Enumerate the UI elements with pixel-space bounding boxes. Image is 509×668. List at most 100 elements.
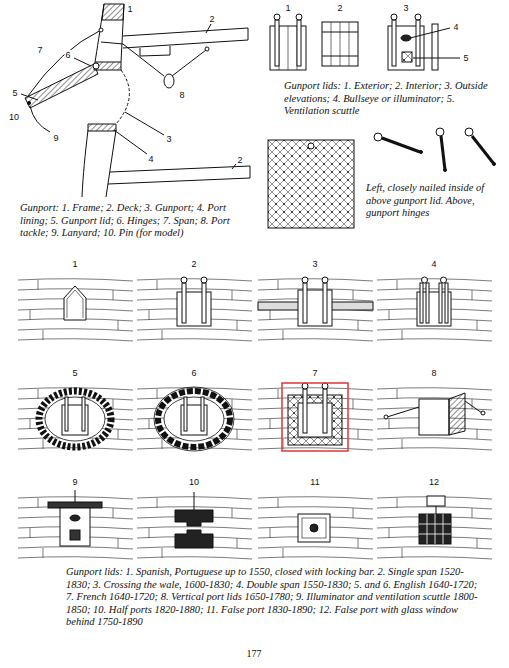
- nailed-lid-part: [268, 140, 354, 228]
- lid-types-part-part: [441, 277, 447, 283]
- hinges-part: [493, 163, 496, 166]
- lid-types-part-part: [18, 388, 133, 450]
- lid-types-part-part: [82, 397, 85, 431]
- lid-views-part: [275, 20, 279, 66]
- callout-number: 7: [36, 45, 43, 55]
- lid-types-part-part: [45, 397, 105, 441]
- lid-types-part-part: [436, 506, 437, 514]
- lid-types-part-part: [384, 415, 388, 419]
- lid-types-part-part: [182, 283, 186, 323]
- lid-types-part-part: [481, 411, 485, 415]
- callout-number: 8: [430, 368, 437, 378]
- lid-types-part: [377, 496, 492, 559]
- callout-number: 2: [190, 259, 197, 269]
- lid-types-part-part: [422, 277, 428, 283]
- lid-views-part: [415, 14, 421, 20]
- lid-types-part-part: [194, 492, 195, 510]
- lid-types-part-part: [303, 283, 307, 323]
- gunport-section-part: [116, 70, 129, 124]
- gunport-section-part: [206, 24, 211, 33]
- figure-caption: Gunport lids: 1. Exterior; 2. Interior; …: [284, 80, 494, 118]
- hinges-part: [472, 136, 494, 164]
- hinges-part: [436, 128, 444, 136]
- lid-views-part: [322, 22, 358, 66]
- lid-types-part-part: [164, 397, 224, 441]
- lid-types-part-part: [322, 383, 328, 389]
- lid-types-part-part: [39, 391, 111, 447]
- lid-types-part: [377, 277, 492, 341]
- gunport-section-part: [125, 112, 164, 135]
- lid-views-part: [297, 20, 301, 66]
- hinges: [374, 128, 496, 172]
- gunport-section-part: [21, 94, 38, 100]
- lid-types-part: [18, 279, 133, 341]
- nailed-lid-part: [308, 143, 314, 149]
- lid-views-part: [391, 14, 397, 20]
- lid-types-part-part: [288, 395, 342, 445]
- gunport-section-part: [25, 64, 98, 108]
- lid-types-part-part: [303, 389, 307, 433]
- callout-number: 1: [284, 3, 291, 13]
- lid-types-part-part: [377, 388, 492, 450]
- callout-number: 4: [147, 154, 154, 164]
- figure-caption: Gunport: 1. Frame; 2. Deck; 3. Gunport; …: [20, 202, 236, 240]
- lid-types-part-part: [426, 283, 429, 323]
- gunport-section-part: [172, 50, 206, 76]
- callout-number: 2: [236, 155, 243, 165]
- lid-types-part-part: [175, 510, 213, 526]
- gunport-section-part: [94, 62, 121, 70]
- lid-types-part-part: [70, 530, 80, 540]
- callout-number: 9: [71, 477, 78, 487]
- lid-types-part-part: [154, 387, 234, 451]
- lid-types-part-part: [302, 383, 308, 389]
- lid-types-part-part: [75, 490, 76, 502]
- lid-types-part-part: [67, 290, 83, 318]
- lid-types-part: [137, 387, 252, 451]
- gunport-section-part: [121, 4, 124, 62]
- lid-views-part: [331, 22, 349, 66]
- lid-types-part-part: [137, 279, 252, 341]
- lid-types: [18, 277, 492, 559]
- lid-types-part-part: [419, 514, 451, 544]
- lid-types-part-part: [258, 279, 373, 341]
- gunport-section-part: [82, 130, 88, 197]
- lid-types-part: [377, 388, 492, 450]
- gunport-section-part: [102, 4, 124, 20]
- gunport-section-part: [30, 106, 50, 132]
- callout-number: 6: [64, 50, 71, 60]
- callout-number: 3: [165, 134, 172, 144]
- nailed-lid: [268, 140, 354, 228]
- lid-types-part-part: [302, 518, 326, 538]
- lid-types-part-part: [202, 283, 206, 323]
- callout-number: 11: [309, 477, 320, 487]
- lid-types-part-part: [377, 279, 492, 341]
- callout-number: 12: [428, 477, 440, 487]
- hinges-part: [441, 136, 445, 170]
- gunport-section-part: [99, 28, 103, 32]
- page-number: 177: [247, 648, 262, 660]
- hinges-part: [382, 138, 420, 152]
- lid-views-part: [322, 32, 358, 56]
- gunport-section-part: [123, 28, 248, 48]
- lid-types-part-part: [201, 277, 207, 283]
- lid-types-part-part: [48, 502, 102, 508]
- gunport-section-part: [101, 42, 164, 76]
- lid-views-part: [296, 14, 302, 20]
- lid-types-part-part: [60, 508, 90, 546]
- callout-number: 3: [311, 259, 318, 269]
- lid-views-part: [392, 20, 396, 66]
- callout-number: 7: [311, 368, 318, 378]
- gunport-section-part: [140, 46, 170, 56]
- lid-types-part-part: [64, 286, 86, 320]
- lid-views-part: [410, 28, 460, 58]
- lid-types-part: [258, 497, 373, 559]
- callout-number: 10: [188, 477, 200, 487]
- lid-types-part-part: [310, 524, 318, 532]
- lid-types-part-part: [302, 277, 308, 283]
- gunport-section-part: [93, 63, 99, 69]
- lid-types-part-part: [18, 279, 133, 341]
- lid-types-part-part: [419, 399, 449, 435]
- lid-views: [270, 14, 460, 70]
- callout-number: 1: [71, 259, 78, 269]
